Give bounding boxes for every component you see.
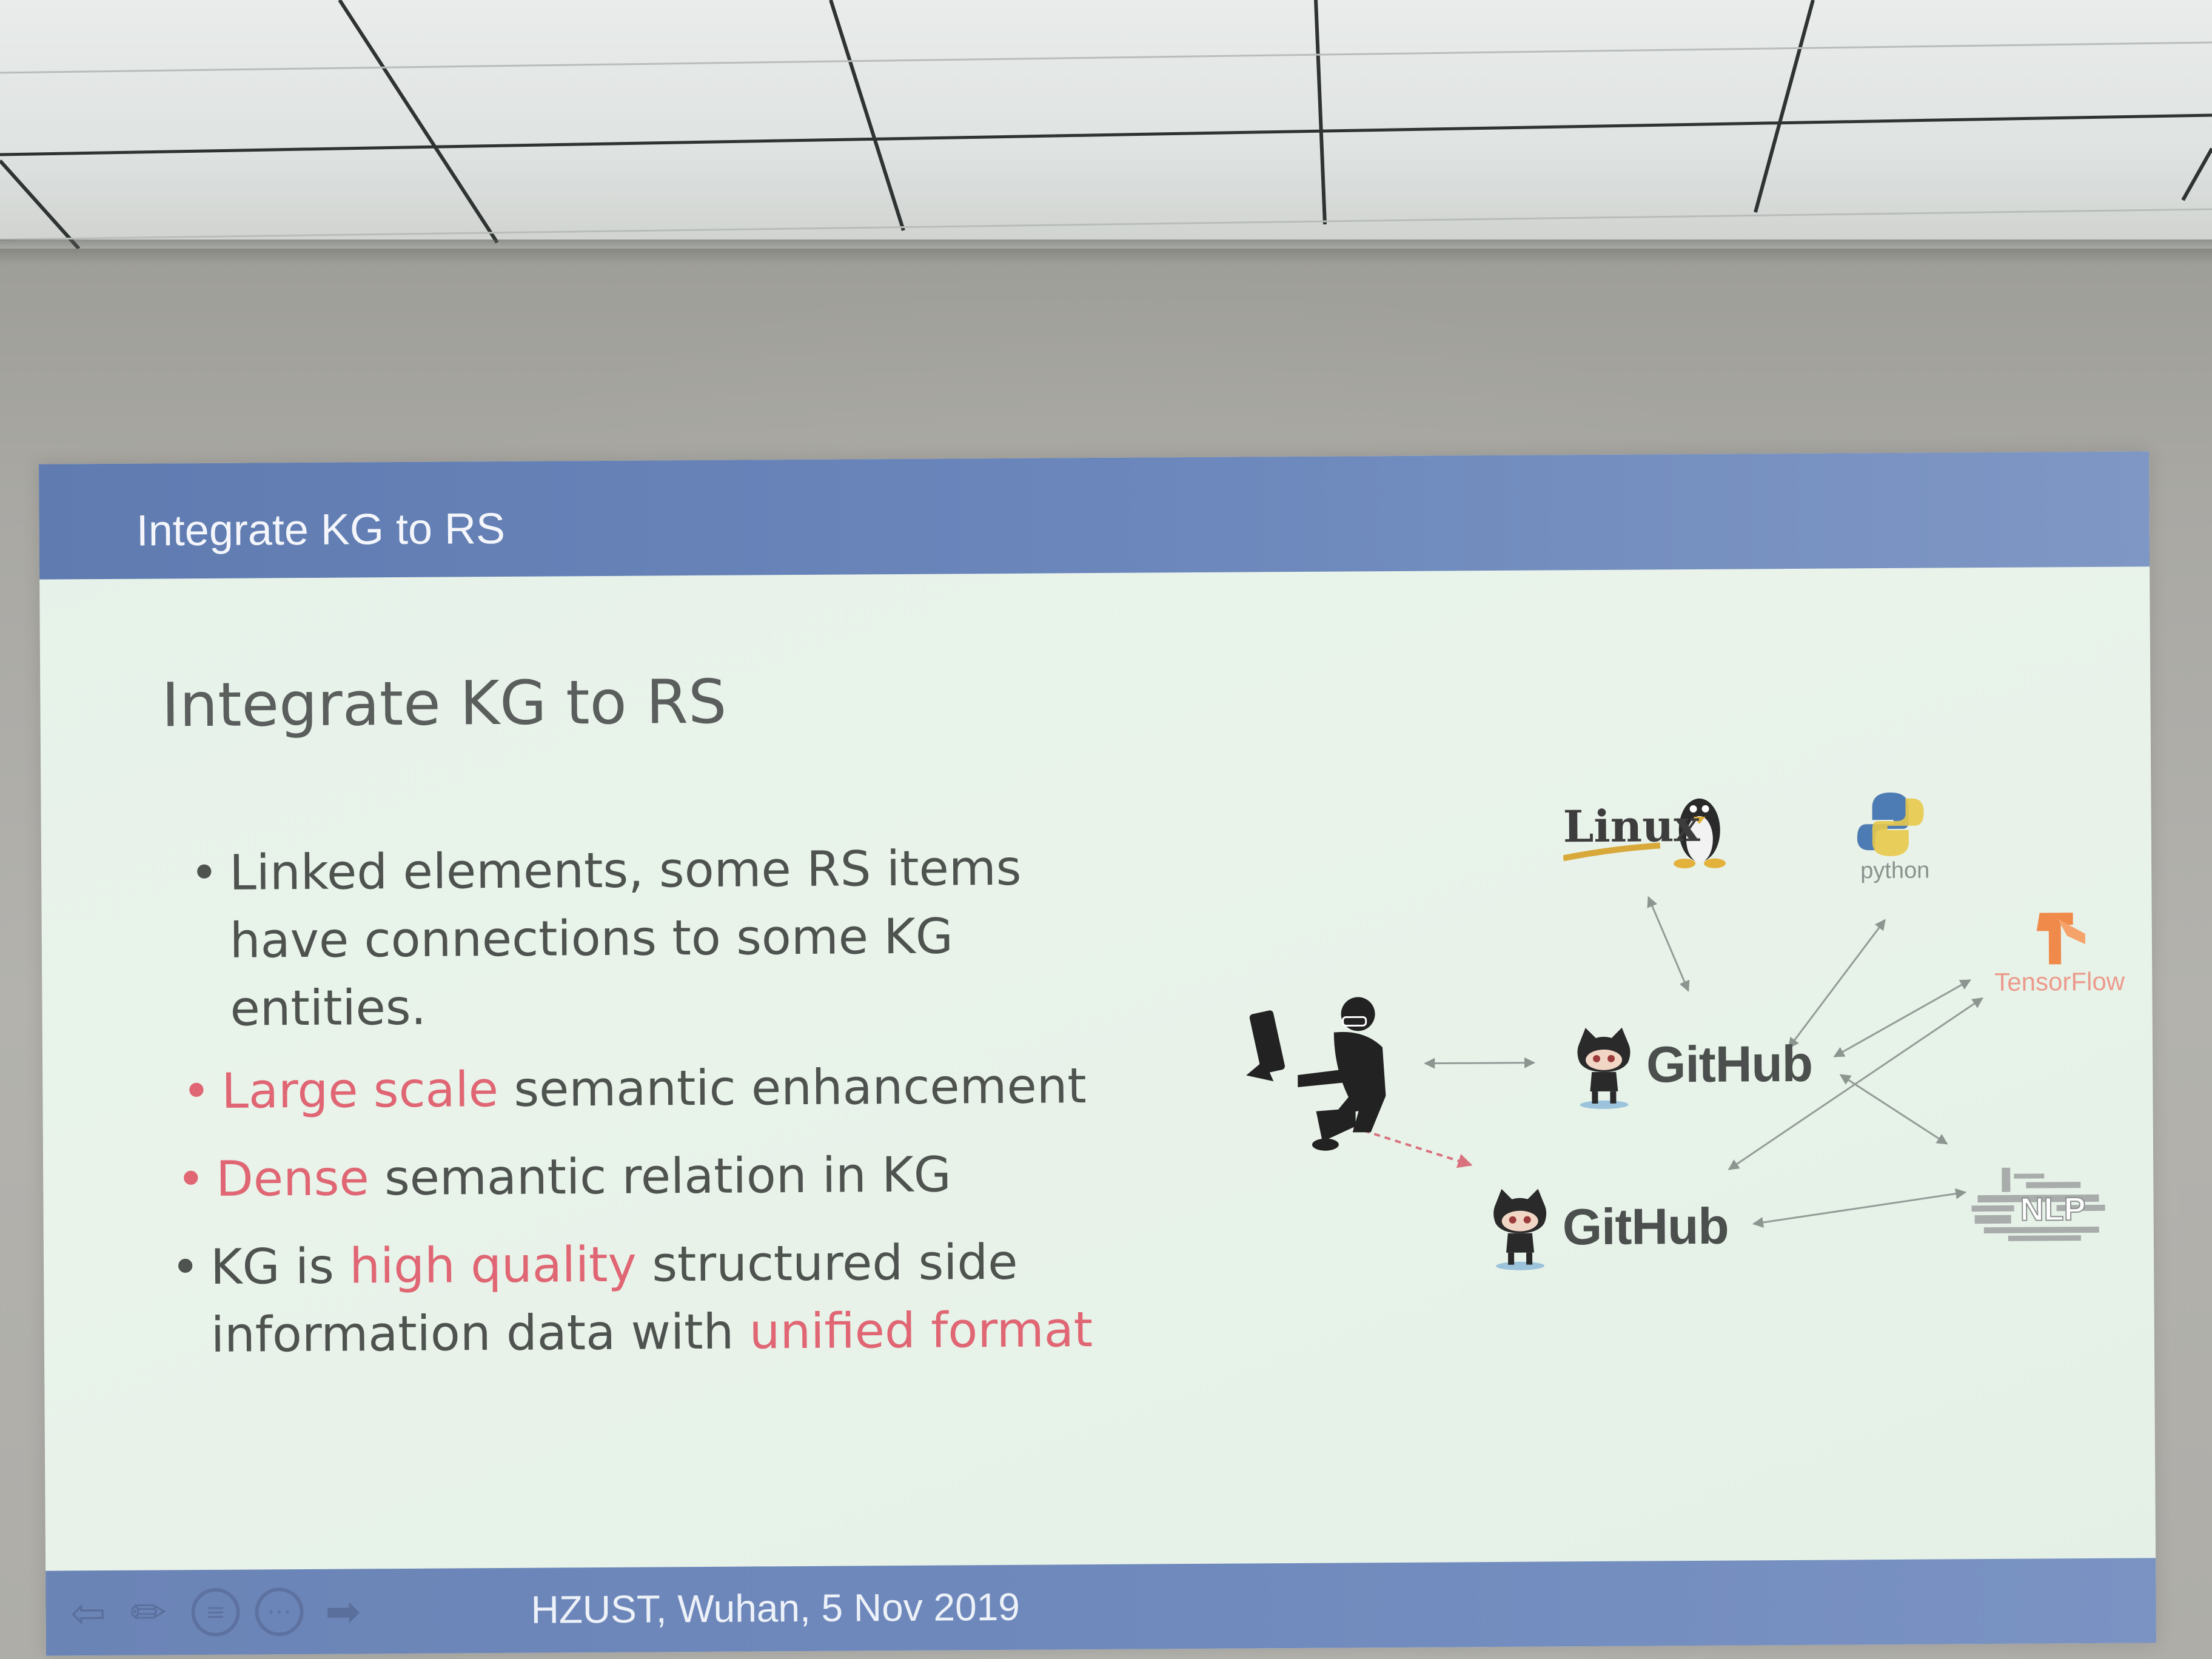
tensorflow-label: TensorFlow	[1994, 967, 2125, 996]
bullet-dot: •	[189, 844, 219, 902]
github-label: GitHub	[1562, 1197, 1729, 1256]
bullet-item: • KG is high quality structured side inf…	[171, 1228, 1093, 1369]
projected-slide: Integrate KG to RS Integrate KG to RS • …	[39, 451, 2156, 1656]
bullet-text: KG is	[210, 1238, 350, 1295]
back-arrow-icon[interactable]: ⇦	[70, 1588, 107, 1638]
forward-arrow-icon[interactable]: ➡	[325, 1586, 361, 1637]
bullet-text: semantic enhancement	[498, 1057, 1087, 1118]
bullet-text-line: information data with unified format	[210, 1296, 1093, 1369]
slide-footer-bar: ⇦ ✎ ≡ ⋯ ➡ HZUST, Wuhan, 5 Nov 2019	[45, 1558, 2156, 1656]
bullet-text: information data with	[210, 1303, 750, 1363]
github-octocat-icon	[1577, 1027, 1631, 1109]
footer-text: HZUST, Wuhan, 5 Nov 2019	[531, 1584, 1021, 1632]
nlp-label: NLP	[2019, 1190, 2086, 1228]
python-label: python	[1860, 857, 1930, 884]
github-node-top: GitHub	[1570, 1024, 1826, 1116]
user-at-computer-icon	[1242, 990, 1413, 1155]
slide-header-bar: Integrate KG to RS	[39, 451, 2150, 580]
ceiling-shadow	[0, 240, 2212, 264]
bullet-item: • Large scale semantic enhancement	[182, 1052, 1087, 1125]
bullet-dot: •	[170, 1239, 200, 1296]
linux-tux-icon: Linux	[1563, 788, 1733, 886]
header-title: Integrate KG to RS	[136, 504, 506, 555]
linux-label: Linux	[1563, 799, 1700, 853]
bullet-text-line: have connections to some KG	[229, 908, 954, 969]
bullet-dot: •	[176, 1150, 206, 1208]
github-node-bottom: GitHub	[1486, 1185, 1741, 1278]
bullet-text-line: KG is high quality structured side	[210, 1228, 1093, 1301]
bullet-highlight: Large scale	[221, 1061, 499, 1119]
bullet-list: • Linked elements, some RS items have co…	[132, 833, 1193, 1363]
bullet-text-line: Linked elements, some RS items	[229, 839, 1022, 901]
bullet-text: structured side	[636, 1233, 1018, 1293]
menu-circle-icon[interactable]: ≡	[191, 1587, 240, 1637]
github-octocat-icon	[1493, 1188, 1547, 1270]
slide-title: Integrate KG to RS	[161, 666, 727, 741]
ceiling-grid	[0, 0, 2212, 249]
bullet-text: semantic relation in KG	[369, 1146, 951, 1207]
bullet-item: • Dense semantic relation in KG	[176, 1141, 951, 1213]
kg-diagram: Linux python TensorFlow	[1181, 742, 2154, 1355]
nlp-wordcloud-icon: NLP	[1965, 1161, 2111, 1259]
bullet-dot: •	[182, 1062, 211, 1120]
bullet-highlight: Dense	[215, 1150, 369, 1207]
pen-icon[interactable]: ✎	[118, 1582, 179, 1643]
python-logo-icon: python	[1835, 786, 1945, 890]
ceiling	[0, 0, 2212, 249]
bullet-highlight: unified format	[749, 1301, 1093, 1360]
bullet-item: • Linked elements, some RS items have co…	[190, 834, 1022, 1043]
bullet-text-line: entities.	[230, 979, 427, 1037]
tensorflow-logo-icon: TensorFlow	[1988, 907, 2134, 1004]
bullet-highlight: high quality	[349, 1236, 637, 1295]
more-circle-icon[interactable]: ⋯	[255, 1587, 304, 1637]
github-label: GitHub	[1646, 1034, 1813, 1093]
